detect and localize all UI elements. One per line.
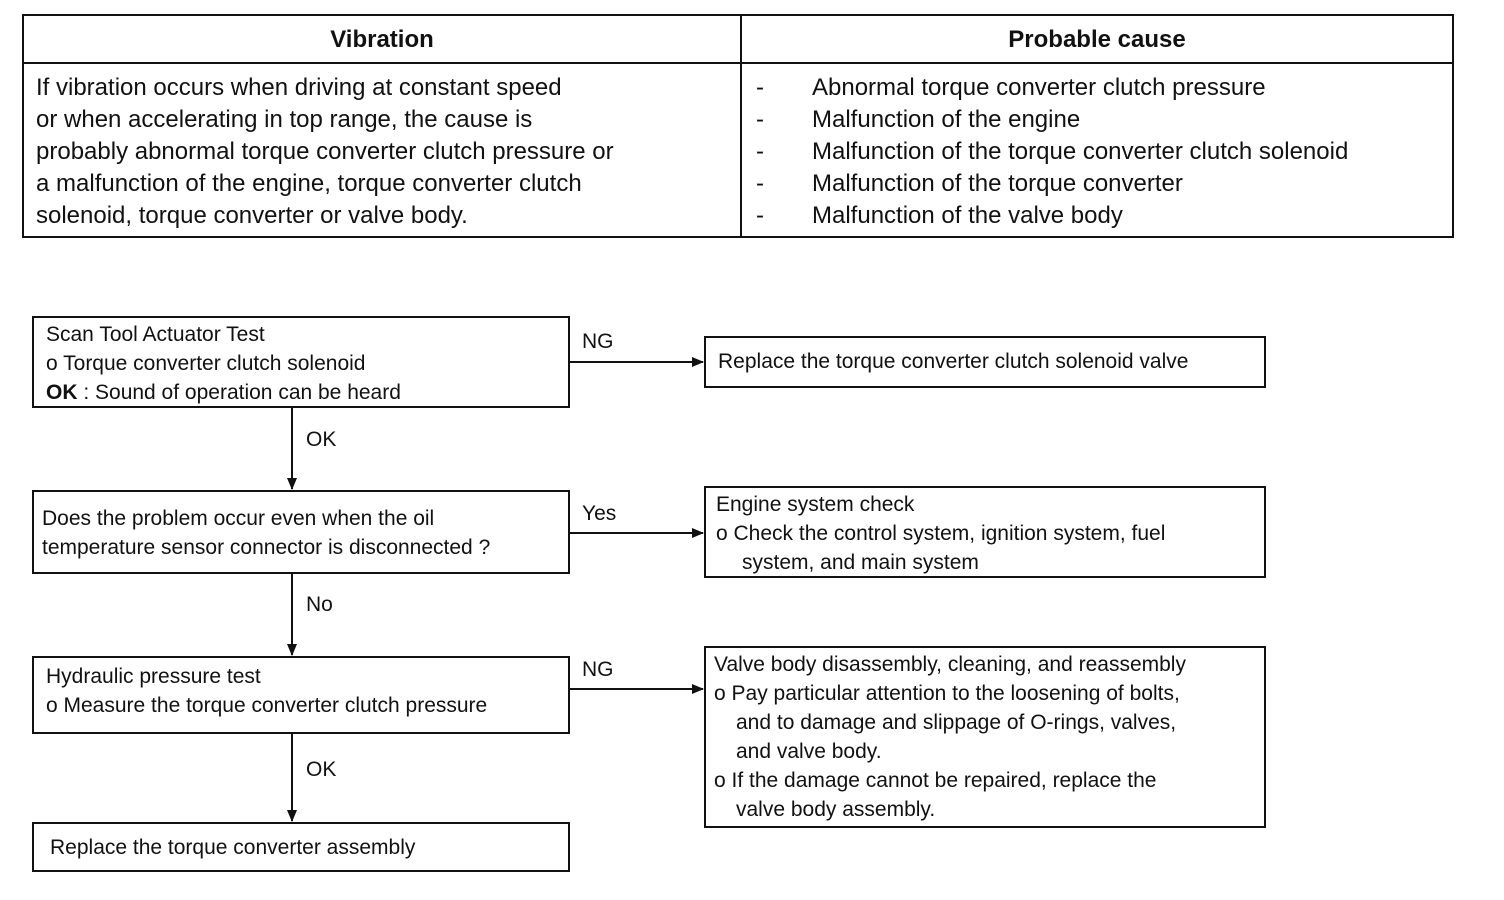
- replace-solenoid-valve-box: Replace the torque converter clutch sole…: [704, 336, 1266, 388]
- list-item: - Malfunction of the torque converter: [752, 168, 1444, 200]
- edge-label-no: No: [306, 593, 333, 616]
- table-column-divider: [740, 16, 742, 236]
- header-probable-cause: Probable cause: [1008, 26, 1186, 53]
- oil-temp-sensor-question-box: Does the problem occur even when the oil…: [32, 490, 570, 574]
- replace-torque-converter-box: Replace the torque converter assembly: [32, 822, 570, 872]
- cause-text: Malfunction of the torque converter: [812, 170, 1183, 197]
- box-title: Engine system check: [716, 493, 915, 516]
- box-item: o Check the control system, ignition sys…: [716, 522, 1166, 545]
- edge-label-yes: Yes: [582, 502, 617, 525]
- vibration-description: If vibration occurs when driving at cons…: [36, 72, 726, 232]
- valve-body-service-box: Valve body disassembly, cleaning, and re…: [704, 646, 1266, 828]
- cause-text: Malfunction of the engine: [812, 106, 1081, 133]
- bullet-dash: -: [756, 170, 764, 197]
- cause-text: Malfunction of the torque converter clut…: [812, 138, 1349, 165]
- header-vibration: Vibration: [330, 26, 434, 53]
- vibration-cause-table: Vibration Probable cause If vibration oc…: [22, 14, 1454, 238]
- cause-text: Abnormal torque converter clutch pressur…: [812, 74, 1266, 101]
- box-item: o Measure the torque converter clutch pr…: [46, 694, 488, 717]
- list-item: - Malfunction of the valve body: [752, 200, 1444, 232]
- hydraulic-pressure-test-box: Hydraulic pressure test o Measure the to…: [32, 656, 570, 734]
- bullet-dash: -: [756, 202, 764, 229]
- box-item: o If the damage cannot be repaired, repl…: [714, 769, 1157, 792]
- box-item: o Torque converter clutch solenoid: [46, 352, 366, 375]
- description-line: or when accelerating in top range, the c…: [36, 106, 533, 133]
- box-text: Replace the torque converter assembly: [50, 836, 416, 859]
- box-item-continued: and valve body.: [736, 740, 882, 763]
- box-text: Replace the torque converter clutch sole…: [718, 350, 1189, 373]
- ok-label: OK: [46, 381, 78, 404]
- box-title: Hydraulic pressure test: [46, 665, 261, 688]
- edge-label-ng: NG: [582, 658, 614, 681]
- scan-tool-actuator-test-box: Scan Tool Actuator Test o Torque convert…: [32, 316, 570, 408]
- list-item: - Malfunction of the torque converter clu…: [752, 136, 1444, 168]
- bullet-dash: -: [756, 74, 764, 101]
- box-item-continued: valve body assembly.: [736, 798, 936, 821]
- box-item: o Pay particular attention to the loosen…: [714, 682, 1180, 705]
- question-line: temperature sensor connector is disconne…: [42, 536, 491, 559]
- list-item: - Abnormal torque converter clutch pressu…: [752, 72, 1444, 104]
- box-item-continued: and to damage and slippage of O-rings, v…: [736, 711, 1177, 734]
- box-title: Valve body disassembly, cleaning, and re…: [714, 653, 1186, 676]
- box-title: Scan Tool Actuator Test: [46, 323, 265, 346]
- edge-label-ok: OK: [306, 758, 337, 781]
- question-line: Does the problem occur even when the oil: [42, 507, 435, 530]
- edge-label-ok: OK: [306, 428, 337, 451]
- description-line: a malfunction of the engine, torque conv…: [36, 170, 582, 197]
- description-line: solenoid, torque converter or valve body…: [36, 202, 468, 229]
- bullet-dash: -: [756, 106, 764, 133]
- edge-label-ng: NG: [582, 330, 614, 353]
- description-line: If vibration occurs when driving at cons…: [36, 74, 562, 101]
- table-header-divider: [24, 62, 1452, 64]
- cause-text: Malfunction of the valve body: [812, 202, 1123, 229]
- list-item: - Malfunction of the engine: [752, 104, 1444, 136]
- probable-cause-list: - Abnormal torque converter clutch pressu…: [752, 72, 1444, 232]
- bullet-dash: -: [756, 138, 764, 165]
- box-item-continued: system, and main system: [742, 551, 979, 574]
- engine-system-check-box: Engine system check o Check the control …: [704, 486, 1266, 578]
- ok-criterion-text: : Sound of operation can be heard: [77, 381, 401, 404]
- description-line: probably abnormal torque converter clutc…: [36, 138, 614, 165]
- ok-criterion: OK : Sound of operation can be heard: [46, 378, 568, 407]
